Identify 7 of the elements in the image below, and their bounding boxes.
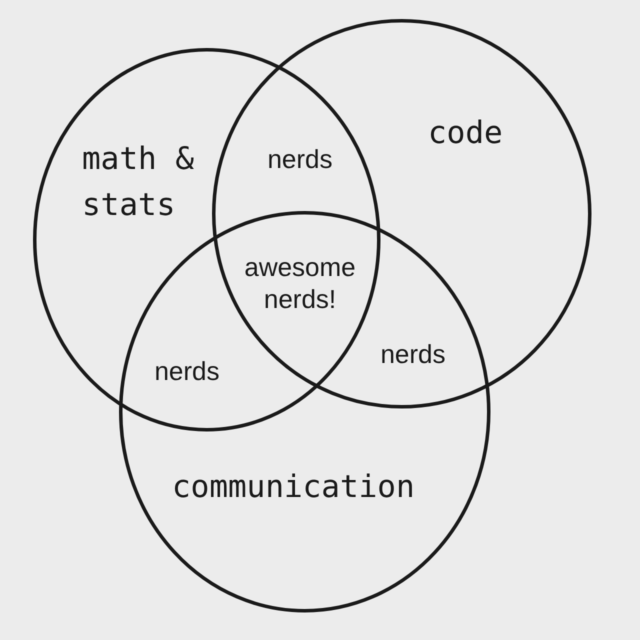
region-label: awesome nerds! [243, 251, 357, 315]
region-label: nerds [266, 143, 334, 175]
set-label: communication [172, 468, 416, 507]
region-label: nerds [153, 355, 221, 387]
region-label: nerds [379, 338, 447, 370]
set-label: math & stats [82, 140, 195, 225]
set-label: code [428, 114, 504, 153]
